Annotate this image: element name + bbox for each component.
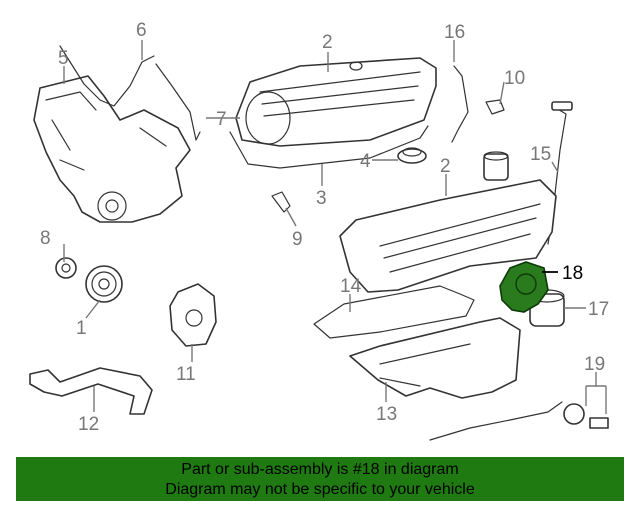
callout-19: 19 [584,354,605,375]
part-13-oil-pan [349,317,521,399]
part-5-timing-cover [33,75,191,223]
part-4-oil-cap [397,147,427,164]
part-6-gasket [59,45,155,107]
callout-3: 3 [316,188,327,209]
callout-4: 4 [360,151,371,172]
part-1-pulley [85,265,123,303]
banner-line-2: Diagram may not be specific to your vehi… [165,481,475,498]
part-19-sensor-harness [429,401,609,441]
callout-8: 8 [40,228,51,249]
part-8-seal [55,257,77,279]
part-11-oil-pump [169,283,217,347]
callout-16: 16 [444,22,465,43]
leader-lines [63,40,607,414]
callout-12: 12 [78,414,99,435]
part-18-filter-adapter [499,261,549,313]
part-3-gasket [229,125,429,169]
callout-13: 13 [376,404,397,425]
callout-18-highlighted: 18 [562,263,583,284]
info-banner: Part or sub-assembly is #18 in diagram D… [16,457,624,501]
callout-11: 11 [176,364,196,385]
part-2-valve-cover-upper [235,57,437,147]
part-14-pan-gasket [313,285,475,339]
callout-7: 7 [216,109,227,130]
part-10-sensor [485,99,505,115]
part-7-gasket [155,63,201,141]
callouts: 6 5 7 2 16 10 4 3 9 2 15 8 1 11 12 14 13… [40,20,609,435]
callout-2-lower: 2 [440,156,451,177]
callout-9: 9 [292,229,303,250]
engine-parts-diagram: 6 5 7 2 16 10 4 3 9 2 15 8 1 11 12 14 13… [29,20,609,441]
banner-line-1: Part or sub-assembly is #18 in diagram [181,461,459,478]
callout-1: 1 [76,318,87,339]
callout-6: 6 [136,20,147,41]
callout-5: 5 [58,48,69,69]
part-16-dipstick-tube [451,65,469,143]
callout-17: 17 [588,299,609,320]
callout-10: 10 [504,68,525,89]
callout-2-upper: 2 [322,32,333,53]
callout-14: 14 [340,276,362,297]
part-12-pickup-tube [29,367,153,415]
part-9-sensor [271,191,291,213]
part-2-valve-cover-lower [339,151,557,293]
callout-15: 15 [530,144,551,165]
